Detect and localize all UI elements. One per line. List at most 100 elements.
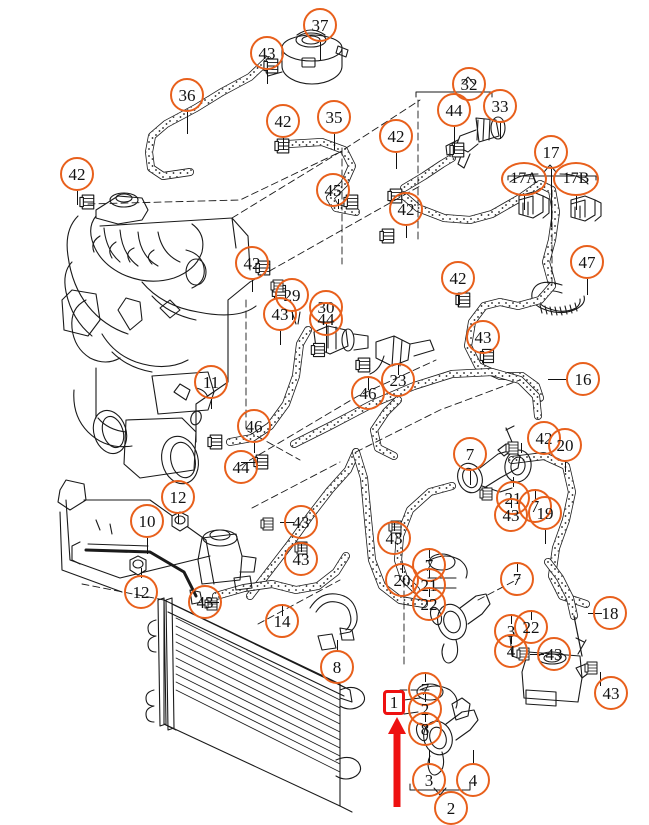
callout-33[interactable]: 33 bbox=[483, 89, 517, 123]
callout-46[interactable]: 46 bbox=[351, 376, 385, 410]
callout-46[interactable]: 46 bbox=[237, 409, 271, 443]
callout-19[interactable]: 19 bbox=[528, 496, 562, 530]
callout-44[interactable]: 44 bbox=[224, 450, 258, 484]
callout-leader bbox=[473, 750, 474, 764]
callout-32[interactable]: 32 bbox=[452, 67, 486, 101]
connectors-17 bbox=[509, 173, 602, 222]
bracket-8 bbox=[309, 593, 358, 651]
callout-35[interactable]: 35 bbox=[317, 100, 351, 134]
callout-leader bbox=[283, 138, 284, 150]
callout-43[interactable]: 43 bbox=[263, 297, 297, 331]
callout-leader bbox=[334, 134, 335, 150]
callout-42[interactable]: 42 bbox=[235, 246, 269, 280]
callout-leader bbox=[337, 640, 338, 652]
callout-22[interactable]: 22 bbox=[412, 587, 446, 621]
callout-leader bbox=[267, 70, 268, 84]
callout-43[interactable]: 43 bbox=[188, 585, 222, 619]
callout-12[interactable]: 12 bbox=[124, 575, 158, 609]
callout-3[interactable]: 3 bbox=[412, 763, 446, 797]
radiator bbox=[145, 597, 366, 813]
callout-4[interactable]: 4 bbox=[494, 634, 528, 668]
callout-47[interactable]: 47 bbox=[570, 245, 604, 279]
callout-17a[interactable]: 17A bbox=[501, 162, 547, 196]
callout-43[interactable]: 43 bbox=[250, 36, 284, 70]
red-pointer-arrow bbox=[388, 717, 406, 807]
callout-22[interactable]: 22 bbox=[514, 610, 548, 644]
callout-8[interactable]: 8 bbox=[408, 712, 442, 746]
callout-17b[interactable]: 17B bbox=[553, 162, 599, 196]
callout-leader bbox=[211, 399, 212, 409]
callout-43[interactable]: 43 bbox=[284, 505, 318, 539]
callout-2[interactable]: 2 bbox=[434, 791, 468, 825]
callout-16[interactable]: 16 bbox=[566, 362, 600, 396]
callout-leader bbox=[500, 123, 501, 139]
callout-leader bbox=[587, 279, 588, 295]
callout-leader bbox=[320, 42, 321, 60]
callout-leader bbox=[178, 514, 179, 524]
hose-18 bbox=[544, 558, 583, 657]
bolt-12b bbox=[129, 555, 147, 576]
callout-23[interactable]: 23 bbox=[381, 363, 415, 397]
hose-mid-cross bbox=[290, 368, 542, 448]
callout-leader bbox=[147, 538, 148, 554]
callout-43[interactable]: 43 bbox=[377, 521, 411, 555]
callout-leader bbox=[470, 471, 471, 485]
hose-14 bbox=[212, 552, 350, 600]
callout-42[interactable]: 42 bbox=[379, 119, 413, 153]
callout-leader bbox=[252, 280, 253, 292]
callout-leader bbox=[545, 530, 546, 544]
callout-7[interactable]: 7 bbox=[453, 437, 487, 471]
callout-leader bbox=[454, 127, 455, 153]
callout-42[interactable]: 42 bbox=[389, 192, 423, 226]
callout-42[interactable]: 42 bbox=[441, 261, 475, 295]
callout-18[interactable]: 18 bbox=[593, 596, 627, 630]
callout-42[interactable]: 42 bbox=[266, 104, 300, 138]
callout-45[interactable]: 45 bbox=[316, 173, 350, 207]
callout-leader bbox=[483, 354, 484, 364]
bolt-12a bbox=[171, 511, 189, 532]
callout-4[interactable]: 4 bbox=[456, 763, 490, 797]
callout-leader bbox=[254, 443, 255, 453]
callout-10[interactable]: 10 bbox=[130, 504, 164, 538]
callout-leader bbox=[141, 568, 142, 578]
callout-leader bbox=[576, 196, 577, 210]
hose-36 bbox=[145, 56, 272, 180]
callout-leader bbox=[77, 191, 78, 205]
callout-leader bbox=[565, 462, 566, 472]
callout-43[interactable]: 43 bbox=[594, 676, 628, 710]
callout-36[interactable]: 36 bbox=[170, 78, 204, 112]
callout-43[interactable]: 43 bbox=[466, 320, 500, 354]
callout-14[interactable]: 14 bbox=[265, 604, 299, 638]
callout-leader bbox=[187, 112, 188, 134]
callout-leader bbox=[548, 379, 566, 380]
callout-leader bbox=[280, 331, 281, 345]
callout-leader bbox=[406, 226, 407, 238]
tee-23 bbox=[369, 335, 435, 375]
callout-43[interactable]: 43 bbox=[284, 542, 318, 576]
callout-43[interactable]: 43 bbox=[537, 637, 571, 671]
callout-leader bbox=[521, 443, 522, 453]
callout-37[interactable]: 37 bbox=[303, 8, 337, 42]
callout-leader bbox=[396, 153, 397, 169]
callout-8[interactable]: 8 bbox=[320, 650, 354, 684]
callout-44[interactable]: 44 bbox=[437, 93, 471, 127]
callout-leader bbox=[551, 169, 552, 227]
callout-leader bbox=[458, 295, 459, 307]
callout-44[interactable]: 44 bbox=[309, 302, 343, 336]
intake-manifold bbox=[64, 192, 251, 363]
callout-42[interactable]: 42 bbox=[60, 157, 94, 191]
highlight-box-1[interactable]: 1 bbox=[383, 690, 405, 715]
callout-11[interactable]: 11 bbox=[194, 365, 228, 399]
callout-12[interactable]: 12 bbox=[161, 480, 195, 514]
callout-leader bbox=[524, 196, 525, 210]
hose-u-bend bbox=[370, 396, 402, 460]
hose-19 bbox=[508, 452, 590, 608]
plug-11 bbox=[190, 410, 202, 426]
callout-17[interactable]: 17 bbox=[534, 135, 568, 169]
coolant-bottle bbox=[197, 529, 257, 591]
callout-7[interactable]: 7 bbox=[500, 562, 534, 596]
callout-leader bbox=[326, 336, 327, 352]
callout-20[interactable]: 20 bbox=[548, 428, 582, 462]
